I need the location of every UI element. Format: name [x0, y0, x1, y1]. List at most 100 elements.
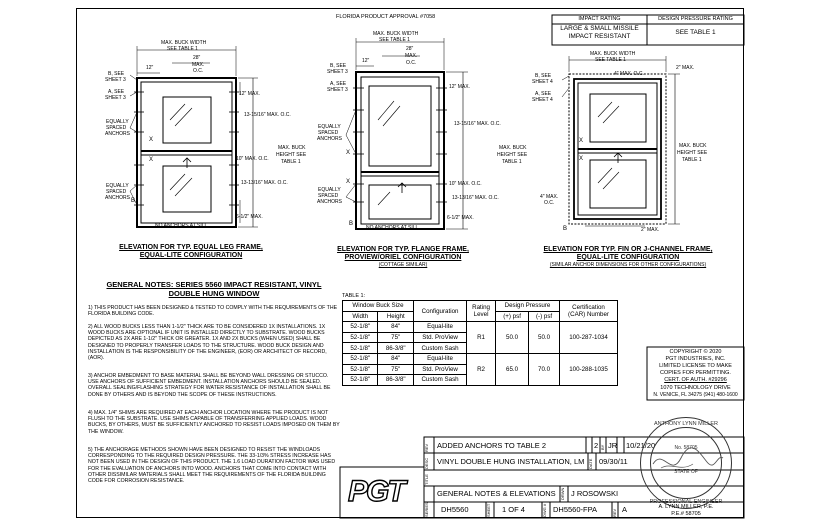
label: SEE TABLE 1	[379, 37, 410, 43]
label: B, SEE	[108, 71, 125, 77]
cell-width: 52-1/8"	[341, 363, 379, 376]
seal-name: ANTHONY LYNN MILLER	[654, 421, 718, 427]
license-line-1: LIMITED LICENSE TO MAKE	[659, 363, 732, 369]
cell-config: Equal-lite	[412, 321, 468, 333]
seal-state: STATE OF	[674, 469, 698, 475]
label: 12"	[146, 65, 154, 71]
date-label: DATE	[588, 458, 593, 469]
cell-pos: 50.0	[494, 321, 530, 354]
header-height: Height	[377, 310, 414, 323]
right-elevation-note: (SIMILAR ANCHOR DIMENSIONS FOR OTHER CON…	[549, 262, 707, 268]
label: EQUALLY	[318, 187, 341, 193]
label: B	[349, 221, 354, 227]
label: 12" MAX.	[239, 91, 260, 97]
right-frame-dashed	[568, 73, 667, 225]
signature-graphic	[652, 447, 724, 469]
label: 13-15/16" MAX. O.C.	[454, 121, 501, 127]
general-note-4: 4) MAX. 1/4" SHIMS ARE REQUIRED AT EACH …	[88, 410, 340, 435]
header-design-pressure: Design Pressure	[494, 300, 561, 312]
label: SEE TABLE 1	[595, 57, 626, 63]
left-frame-inner	[140, 81, 233, 224]
label: O.C.	[406, 60, 417, 66]
cell-config: Custom Sash	[412, 374, 468, 386]
title-label: TITLE	[424, 474, 429, 485]
label: 12"	[362, 58, 370, 64]
label: SHEET 4	[532, 97, 553, 103]
header-configuration: Configuration	[412, 299, 468, 323]
left-elevation-title: ELEVATION FOR TYP. EQUAL LEG FRAME,	[119, 244, 263, 251]
middle-upper-glass	[368, 85, 432, 167]
label: A, SEE	[535, 91, 552, 97]
label: B, SEE	[330, 63, 347, 69]
cell-config: Std. ProView	[412, 363, 468, 376]
label: ANCHORS	[105, 131, 131, 137]
dwg-label: DWG #	[542, 503, 547, 517]
label: MAX. BUCK WIDTH	[161, 40, 207, 46]
right-lower-glass	[589, 159, 647, 209]
seal-inner-ring	[650, 427, 722, 499]
middle-elevation-title: ELEVATION FOR TYP. FLANGE FRAME,	[337, 246, 469, 253]
cell-width: 52-1/8"	[341, 342, 379, 354]
label: 6-1/2" MAX.	[236, 214, 263, 220]
label: SPACED	[318, 130, 339, 136]
label: HEIGHT SEE	[276, 152, 307, 158]
table-row: 52-1/8" 75" Std. ProView	[341, 363, 618, 376]
label: 4" MAX. O.C.	[614, 71, 644, 77]
label: B	[563, 226, 568, 232]
general-notes-title-2: DOUBLE HUNG WINDOW	[168, 289, 260, 298]
label: O.C.	[193, 68, 204, 74]
drawn-label: DRWN	[560, 487, 565, 500]
label: 13-13/16" MAX. O.C.	[241, 180, 288, 186]
cell-level: R2	[466, 352, 496, 386]
design-pressure-label: DESIGN PRESSURE RATING	[658, 16, 733, 22]
label: SPACED	[106, 189, 127, 195]
desc-label: DESC	[424, 457, 429, 469]
seal-license: No. 58705	[674, 445, 698, 451]
label: A, SEE	[330, 81, 347, 87]
design-pressure-value: SEE TABLE 1	[675, 29, 716, 36]
seal-title: PROFESSIONAL ENGINEER	[649, 499, 723, 505]
revision-letter: A	[622, 505, 628, 514]
label: 10" MAX. O.C.	[449, 181, 482, 187]
header-certification-line-1: Certification	[572, 304, 605, 312]
impact-rating-value-2: IMPACT RESISTANT	[568, 33, 631, 40]
drawn-by: J ROSOWSKI	[571, 489, 619, 498]
label: SEE TABLE 1	[167, 46, 198, 52]
label: SPACED	[106, 125, 127, 131]
cell-config: Std. ProView	[412, 331, 468, 344]
middle-lower-glass	[368, 184, 432, 220]
table-row: 52-1/8" 84" Equal-lite R1 50.0 50.0 100-…	[341, 321, 618, 354]
cell-neg: 70.0	[528, 352, 561, 386]
table-row: 52-1/8" 86-3/8" Custom Sash	[341, 374, 618, 386]
revision-number: 2	[594, 441, 599, 450]
middle-frame-outer	[355, 71, 445, 230]
label: SPACED	[318, 193, 339, 199]
header-rating-level-line-2: Level	[473, 311, 489, 319]
revision-description: ADDED ANCHORS TO TABLE 2	[437, 441, 547, 450]
copyright: COPYRIGHT © 2020	[669, 349, 722, 355]
revised-by: JR	[608, 441, 618, 450]
cell-height: 86-3/8"	[377, 374, 414, 386]
cell-width: 52-1/8"	[341, 331, 379, 344]
cell-config: Equal-lite	[412, 352, 468, 365]
table-caption: TABLE 1:	[342, 293, 366, 299]
label: EQUALLY	[318, 124, 341, 130]
cell-neg: 50.0	[528, 321, 561, 354]
label: SHEET 3	[105, 77, 126, 83]
label: MAX. BUCK	[679, 143, 707, 149]
label: X	[346, 150, 351, 156]
general-note-1: 1) THIS PRODUCT HAS BEEN DESIGNED & TEST…	[88, 305, 338, 318]
label: 6-1/2" MAX.	[447, 215, 474, 221]
label: MAX. BUCK	[278, 145, 306, 151]
middle-elevation-note: (COTTAGE SIMILAR)	[378, 262, 428, 268]
label: 4" MAX.	[540, 194, 559, 200]
cell-config: Custom Sash	[412, 342, 468, 354]
cell-width: 52-1/8"	[341, 321, 379, 333]
address-line-1: 1070 TECHNOLOGY DRIVE	[660, 385, 731, 391]
impact-rating-value-1: LARGE & SMALL MISSILE	[560, 25, 639, 32]
label: 10" MAX. O.C.	[236, 156, 269, 162]
right-elevation-title: ELEVATION FOR TYP. FIN OR J-CHANNEL FRAM…	[543, 246, 713, 253]
general-note-5: 5) THE ANCHORAGE METHODS SHOWN HAVE BEEN…	[88, 447, 336, 485]
company-name: PGT INDUSTRIES, INC.	[665, 356, 726, 362]
